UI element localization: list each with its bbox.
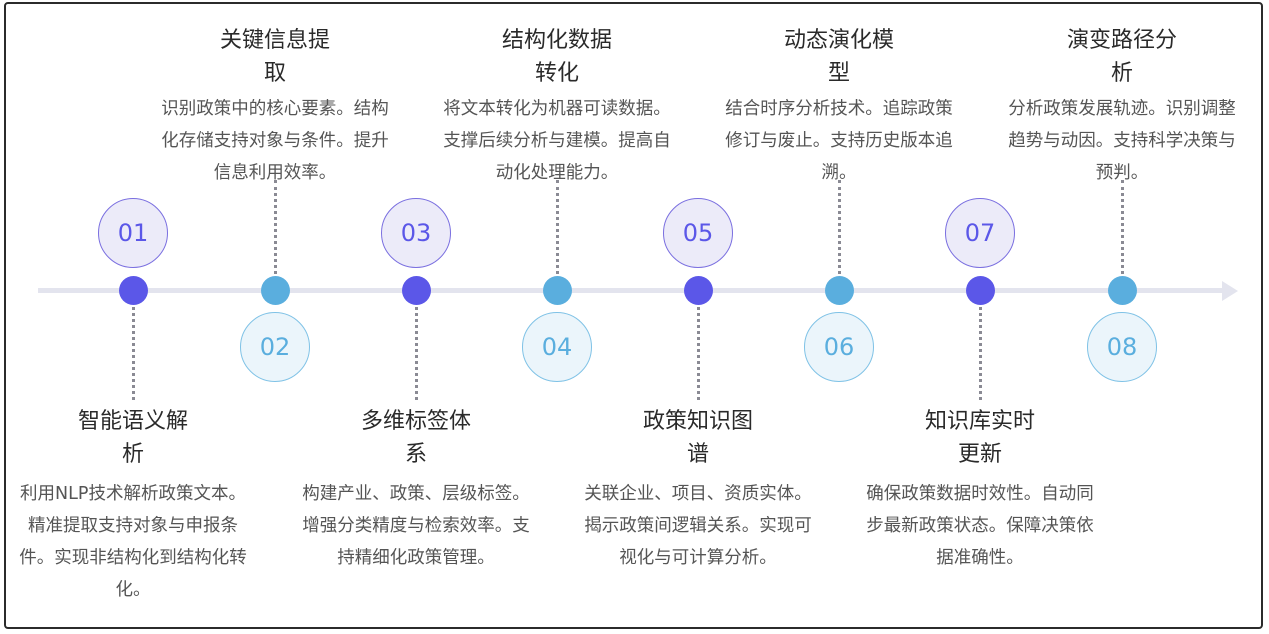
connector-line bbox=[132, 300, 135, 400]
step-title: 智能语义解析 bbox=[77, 409, 188, 467]
step-title: 知识库实时更新 bbox=[924, 409, 1035, 467]
step-description: 关联企业、项目、资质实体。揭示政策间逻辑关系。实现可视化与可计算分析。 bbox=[584, 484, 812, 568]
arrow-right-icon bbox=[1222, 281, 1238, 301]
connector-line bbox=[1121, 180, 1124, 280]
connector-line bbox=[697, 300, 700, 400]
step-title: 多维标签体系 bbox=[360, 409, 471, 467]
step-number-badge: 03 bbox=[381, 198, 451, 268]
step-number-badge: 01 bbox=[98, 198, 168, 268]
timeline-node bbox=[543, 276, 572, 305]
connector-line bbox=[838, 180, 841, 280]
step-title: 关键信息提取 bbox=[219, 28, 330, 86]
connector-line bbox=[274, 180, 277, 280]
connector-line bbox=[556, 180, 559, 280]
diagram-frame bbox=[4, 2, 1263, 629]
step-number-badge: 04 bbox=[522, 312, 592, 382]
timeline-node bbox=[402, 276, 431, 305]
timeline-node bbox=[1108, 276, 1137, 305]
step-number-badge: 02 bbox=[240, 312, 310, 382]
step-number-badge: 07 bbox=[945, 198, 1015, 268]
timeline-node bbox=[261, 276, 290, 305]
step-title: 结构化数据转化 bbox=[501, 28, 612, 86]
timeline-axis bbox=[38, 288, 1228, 293]
step-number-badge: 05 bbox=[663, 198, 733, 268]
step-description: 确保政策数据时效性。自动同步最新政策状态。保障决策依据准确性。 bbox=[866, 484, 1094, 568]
connector-line bbox=[415, 300, 418, 400]
step-description: 结合时序分析技术。追踪政策修订与废止。支持历史版本追溯。 bbox=[725, 99, 953, 183]
timeline-node bbox=[684, 276, 713, 305]
step-description: 利用NLP技术解析政策文本。精准提取支持对象与申报条件。实现非结构化到结构化转化… bbox=[19, 484, 247, 600]
step-description: 构建产业、政策、层级标签。增强分类精度与检索效率。支持精细化政策管理。 bbox=[302, 484, 530, 568]
step-number-badge: 08 bbox=[1087, 312, 1157, 382]
step-title: 演变路径分析 bbox=[1066, 28, 1177, 86]
step-title: 动态演化模型 bbox=[783, 28, 894, 86]
connector-line bbox=[979, 300, 982, 400]
step-title: 政策知识图谱 bbox=[642, 409, 753, 467]
step-description: 分析政策发展轨迹。识别调整趋势与动因。支持科学决策与预判。 bbox=[1008, 99, 1236, 183]
timeline-node bbox=[825, 276, 854, 305]
step-number-badge: 06 bbox=[804, 312, 874, 382]
step-description: 识别政策中的核心要素。结构化存储支持对象与条件。提升信息利用效率。 bbox=[161, 99, 389, 183]
step-description: 将文本转化为机器可读数据。支撑后续分析与建模。提高自动化处理能力。 bbox=[443, 99, 671, 183]
timeline-node bbox=[966, 276, 995, 305]
timeline-node bbox=[119, 276, 148, 305]
